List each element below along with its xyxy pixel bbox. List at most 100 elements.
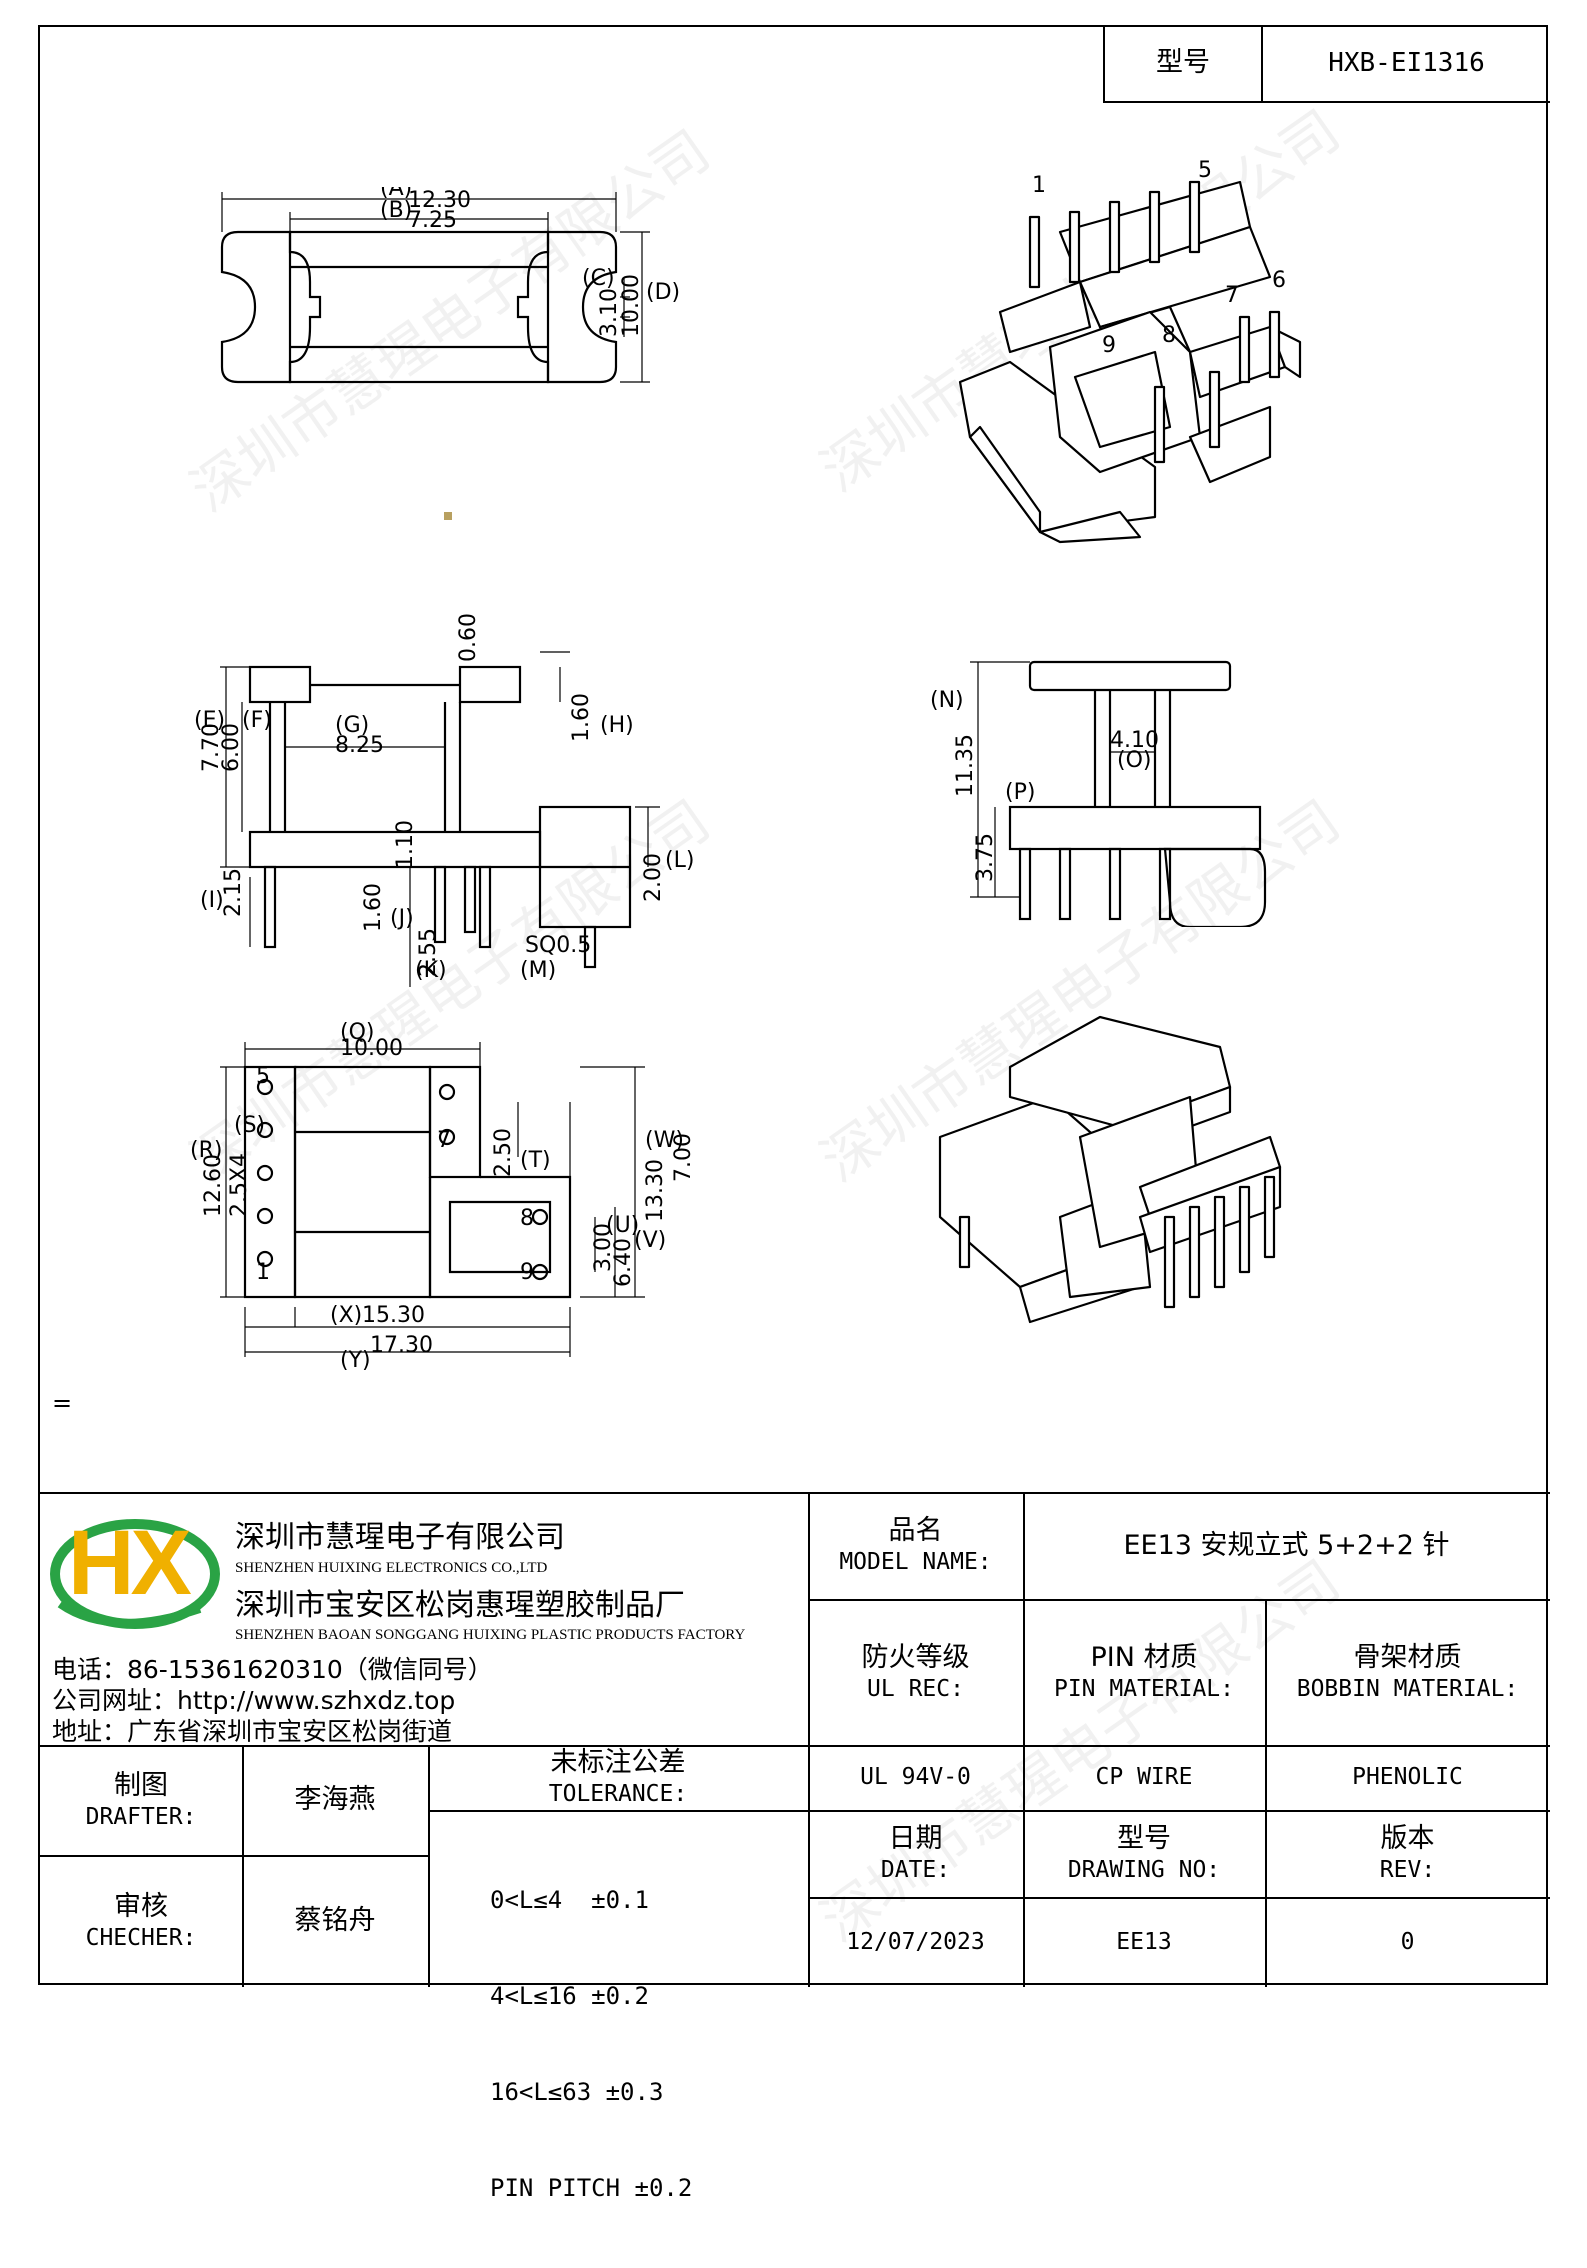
dim-x-value: 15.30	[362, 1303, 425, 1328]
checker-label: 审核 CHECHER:	[85, 1890, 197, 1951]
model-label: 型号	[1105, 25, 1263, 101]
dim-s-value: 2.5X4	[227, 1153, 252, 1217]
company-logo-icon	[50, 1519, 220, 1629]
checker-value: 蔡铭舟	[294, 1905, 376, 1937]
dim-c-value: 3.10	[597, 288, 622, 337]
dim-b-value: 7.25	[408, 208, 457, 233]
dim-o-value: 4.10	[1110, 728, 1159, 753]
dim-h-value: 1.60	[569, 693, 594, 742]
company-address: 地址：广东省深圳市宝安区松岗街道	[52, 1717, 453, 1746]
dim-c-label: (C)	[582, 266, 615, 291]
bottom-pin-1: 1	[256, 1260, 270, 1285]
dim-a-value: 12.30	[408, 188, 471, 213]
small-mark	[444, 512, 452, 520]
bottom-pin-9: 9	[520, 1260, 534, 1285]
dim-o-label: (O)	[1117, 748, 1151, 773]
dim-r-label: (R)	[190, 1138, 222, 1163]
dim-d-value: 10.00	[619, 274, 644, 337]
iso-pin-9: 9	[1102, 333, 1116, 358]
pin-material-label: PIN 材质 PIN MATERIAL:	[1053, 1641, 1234, 1702]
factory-name-cn: 深圳市宝安区松岗惠瑆塑胶制品厂	[235, 1588, 685, 1623]
factory-name-en: SHENZHEN BAOAN SONGGANG HUIXING PLASTIC …	[235, 1627, 746, 1643]
dim-f-label: (F)	[242, 708, 272, 733]
iso-pin-7: 7	[1225, 283, 1239, 308]
date-value: 12/07/2023	[846, 1928, 985, 1955]
dim-k-label: (K)	[415, 958, 447, 983]
dim-d-label: (D)	[646, 280, 680, 305]
dim-y-label: (Y)	[340, 1348, 371, 1373]
dim-v-value: 6.40	[611, 1238, 636, 1287]
drafter-value: 李海燕	[294, 1784, 376, 1816]
dim-m-label: (M)	[520, 958, 556, 983]
pin-material-value: CP WIRE	[1095, 1764, 1193, 1791]
dim-n-label: (N)	[930, 688, 964, 713]
dim-u-label: (U)	[606, 1213, 639, 1238]
dim-g-label: (G)	[335, 713, 369, 738]
dim-p-label: (P)	[1005, 780, 1035, 805]
dim-x-label: (X)	[330, 1303, 362, 1328]
tolerance-line: 4<L≤16 ±0.2	[490, 1982, 649, 2010]
iso-pin-5: 5	[1198, 158, 1212, 183]
dim-i-label: (I)	[200, 888, 224, 913]
model-name-value: EE13 安规立式 5+2+2 针	[1123, 1529, 1450, 1561]
iso-view-1: 1 5 6 7 8 9	[958, 158, 1302, 544]
dim-seven-value: 7.00	[671, 1133, 696, 1182]
top-view-drawing: (A) 12.30 (B) 7.25 (C) (D) 3.10 10.00	[220, 187, 680, 384]
date-label: 日期 DATE:	[880, 1823, 951, 1883]
company-phone: 电话：86-15361620310（微信同号）	[52, 1655, 493, 1684]
dim-s-label: (S)	[234, 1113, 265, 1138]
bottom-view-drawing: (Q) 10.00 (R) 12.60 (S) 2.5X4 2.50 (T) 7…	[190, 1020, 696, 1373]
dim-t-label: (T)	[520, 1148, 551, 1173]
dim-f-value: 6.00	[219, 723, 244, 772]
iso-view-2	[938, 1015, 1282, 1324]
dim-b-label: (B)	[380, 198, 412, 223]
tolerance-line: PIN PITCH ±0.2	[490, 2174, 693, 2202]
dim-w-label: (W)	[645, 1128, 684, 1153]
model-name-label: 品名 MODEL NAME:	[839, 1515, 992, 1575]
front-top-value: 0.60	[456, 613, 481, 662]
dim-t-value: 2.50	[491, 1128, 516, 1177]
revision-label: 版本 REV:	[1379, 1823, 1436, 1883]
dim-i-value: 2.15	[221, 868, 246, 917]
company-website: 公司网址：http://www.szhxdz.top	[52, 1686, 456, 1715]
iso-pin-1: 1	[1032, 173, 1046, 198]
tolerance-line: 0<L≤4 ±0.1	[490, 1886, 649, 1914]
side-view-drawing: (N) 11.35 4.10 (O) (P) 3.75	[930, 660, 1267, 927]
top-view-outline	[220, 230, 322, 384]
revision-value: 0	[1400, 1928, 1415, 1955]
drafter-label: 制图 DRAFTER:	[85, 1769, 197, 1830]
tolerance-label: 未标注公差 TOLERANCE:	[548, 1747, 688, 1807]
bottom-pin-7: 7	[437, 1128, 451, 1153]
dim-j-value: 1.60	[361, 883, 386, 932]
front-view-drawing: 0.60 (E) 7.70 (F) 6.00 (G) 8.25 1.60 (H)…	[194, 613, 694, 987]
bobbin-material-label: 骨架材质 BOBBIN MATERIAL:	[1296, 1641, 1519, 1702]
dim-u-value: 3.00	[591, 1223, 616, 1272]
front-mid-value: 1.10	[393, 820, 418, 869]
dim-l-label: (L)	[665, 848, 694, 873]
dim-m-value: SQ0.5	[525, 933, 591, 958]
dim-w-value: 13.30	[643, 1159, 668, 1222]
dim-k-value: 2.55	[416, 928, 441, 977]
dim-q-label: (Q)	[340, 1020, 374, 1045]
stray-mark: =	[52, 1389, 73, 1417]
tolerance-line: 16<L≤63 ±0.3	[490, 2078, 664, 2106]
tolerance-list: 0<L≤4 ±0.1 4<L≤16 ±0.2 16<L≤63 ±0.3 PIN …	[490, 1820, 692, 2268]
model-box: 型号 HXB-EI1316	[1103, 25, 1550, 103]
dim-v-label: (V)	[634, 1228, 666, 1253]
bottom-pin-8: 8	[520, 1206, 534, 1231]
drawing-no-label: 型号 DRAWING NO:	[1067, 1823, 1221, 1883]
bobbin-material-value: PHENOLIC	[1352, 1764, 1463, 1791]
dim-y-value: 17.30	[370, 1333, 433, 1358]
dim-h-label: (H)	[600, 713, 634, 738]
bottom-pin-5: 5	[256, 1064, 270, 1089]
company-logo-text: HX	[68, 1512, 192, 1614]
dim-q-value: 10.00	[340, 1036, 403, 1061]
dim-p-value: 3.75	[973, 833, 998, 882]
drawing-sheet: 深圳市慧瑆电子有限公司 深圳市慧瑆电子有限公司 深圳市慧瑆电子有限公司 深圳市慧…	[38, 25, 1550, 2202]
fire-rating-value: UL 94V-0	[860, 1764, 971, 1791]
dim-e-label: (E)	[194, 708, 225, 733]
dim-l-value: 2.00	[641, 853, 666, 902]
company-name-cn: 深圳市慧瑆电子有限公司	[235, 1520, 565, 1555]
company-name-en: SHENZHEN HUIXING ELECTRONICS CO.,LTD	[235, 1560, 548, 1576]
model-value: HXB-EI1316	[1328, 47, 1485, 78]
